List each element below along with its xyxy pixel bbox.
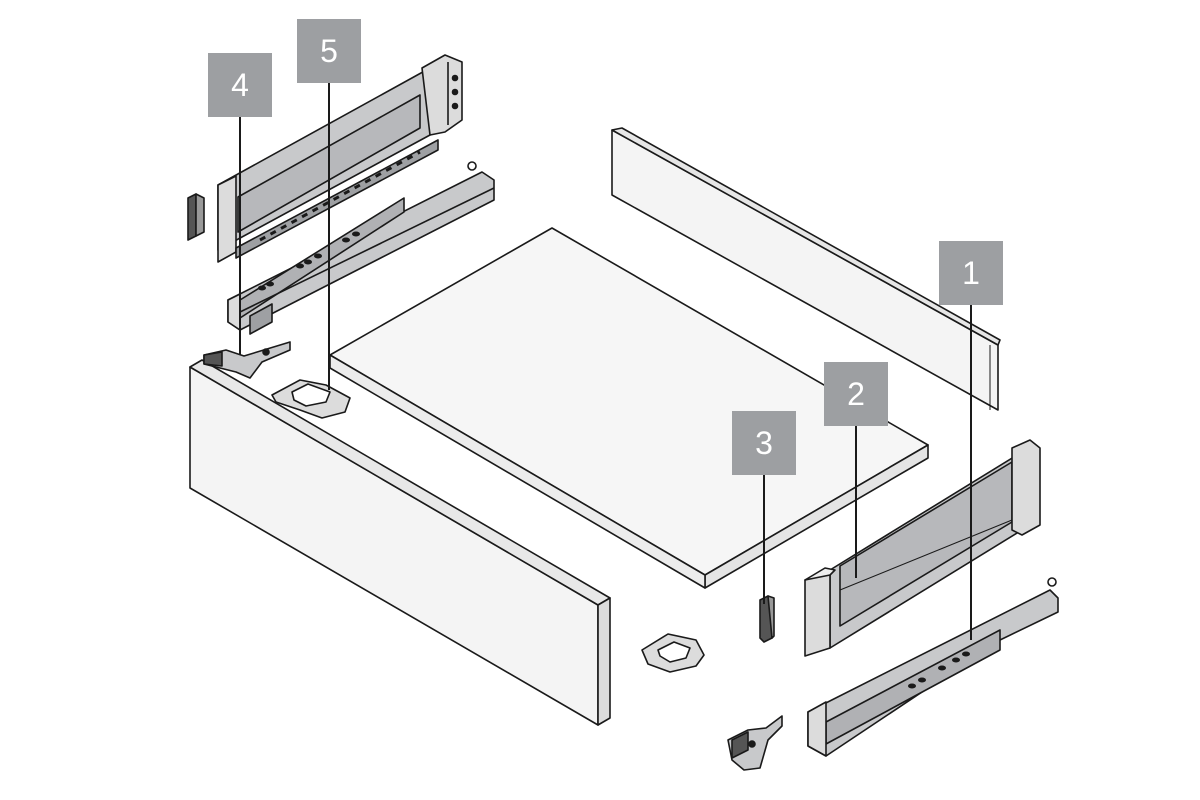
callout-3-label: 3 bbox=[755, 424, 773, 461]
left-drawer-side bbox=[217, 54, 463, 263]
callout-2: 2 bbox=[824, 362, 888, 426]
left-side-clip bbox=[187, 193, 205, 241]
left-bracket bbox=[271, 379, 351, 419]
right-drawer-side bbox=[804, 439, 1041, 657]
right-side-clip bbox=[759, 595, 775, 643]
callout-4: 4 bbox=[208, 53, 272, 117]
callout-1-label: 1 bbox=[962, 254, 980, 291]
left-runner bbox=[227, 161, 495, 335]
callout-1: 1 bbox=[939, 241, 1003, 305]
callout-5-label: 5 bbox=[320, 32, 338, 69]
callout-2-label: 2 bbox=[847, 375, 865, 412]
callout-4-label: 4 bbox=[231, 66, 249, 103]
right-locking-device bbox=[727, 715, 783, 771]
right-runner bbox=[807, 577, 1059, 757]
back-panel bbox=[611, 127, 1001, 411]
left-locking-device bbox=[203, 341, 291, 379]
drawer-bottom-panel bbox=[329, 227, 929, 589]
callout-3: 3 bbox=[732, 411, 796, 475]
callout-5: 5 bbox=[297, 19, 361, 83]
front-panel bbox=[189, 359, 611, 726]
callout-leaders bbox=[239, 83, 972, 640]
right-bracket bbox=[641, 633, 705, 673]
